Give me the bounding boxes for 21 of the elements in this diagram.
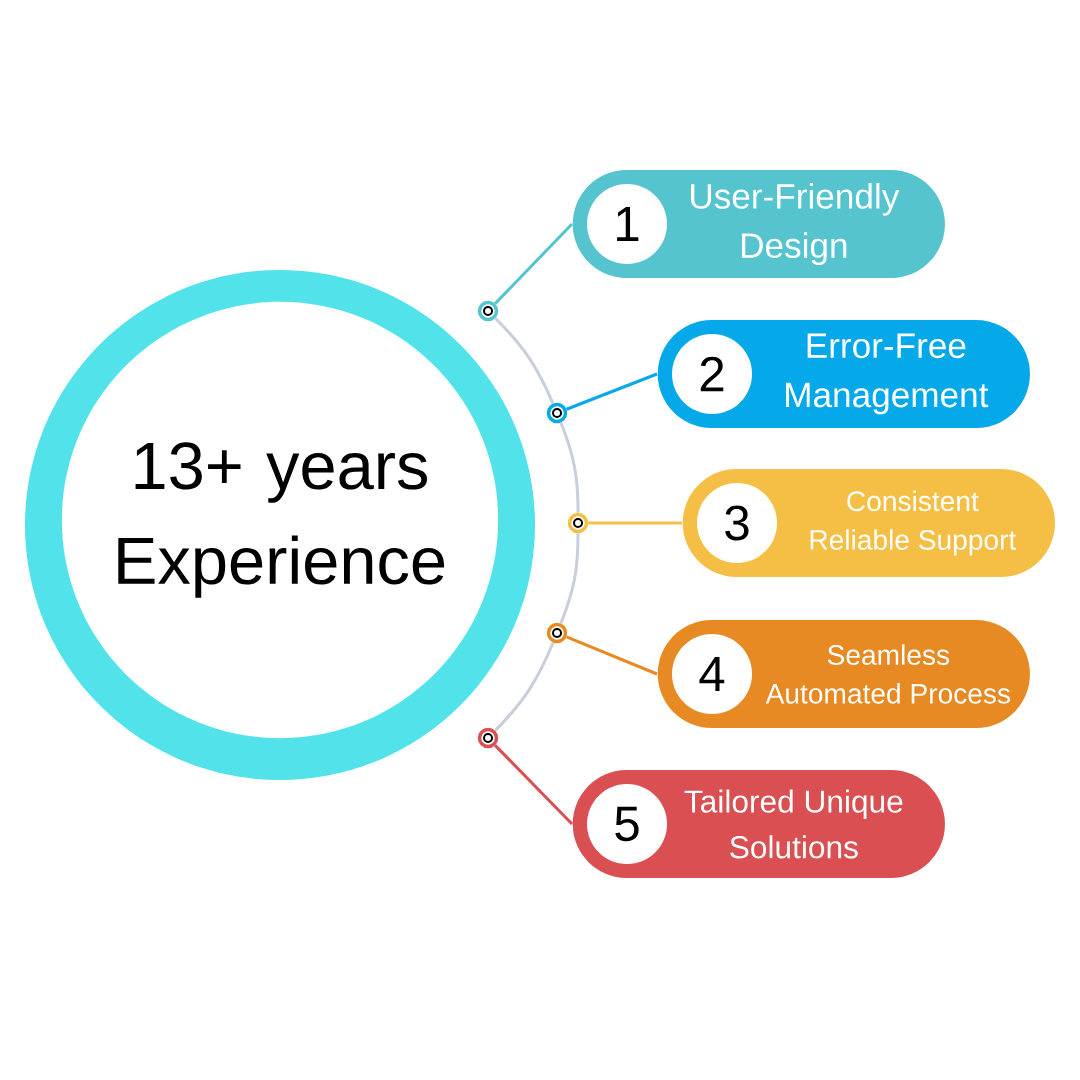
connector-line <box>494 744 574 826</box>
step-text: Tailored Unique Solutions <box>684 789 903 859</box>
connector-line <box>566 372 658 411</box>
step-text: Seamless Automated Process <box>765 644 1011 704</box>
ring-circle <box>25 270 535 780</box>
connector-dot <box>546 402 568 424</box>
step-text: Consistent Reliable Support <box>810 490 1017 556</box>
arc-line <box>559 421 580 513</box>
step-text: Error-Free Management <box>786 333 989 415</box>
arc-line <box>494 317 555 405</box>
connector-line <box>494 222 574 305</box>
connector-dot <box>477 727 499 749</box>
arc-line <box>494 641 555 732</box>
connector-line <box>565 635 658 676</box>
step-text: User-Friendly Design <box>691 183 900 265</box>
connector-dot <box>477 300 499 322</box>
connector-line <box>588 521 682 525</box>
connector-dot <box>567 512 589 534</box>
arc-line <box>559 533 580 625</box>
center-text: 13+ years Experience <box>118 442 445 598</box>
connector-dot <box>546 622 568 644</box>
